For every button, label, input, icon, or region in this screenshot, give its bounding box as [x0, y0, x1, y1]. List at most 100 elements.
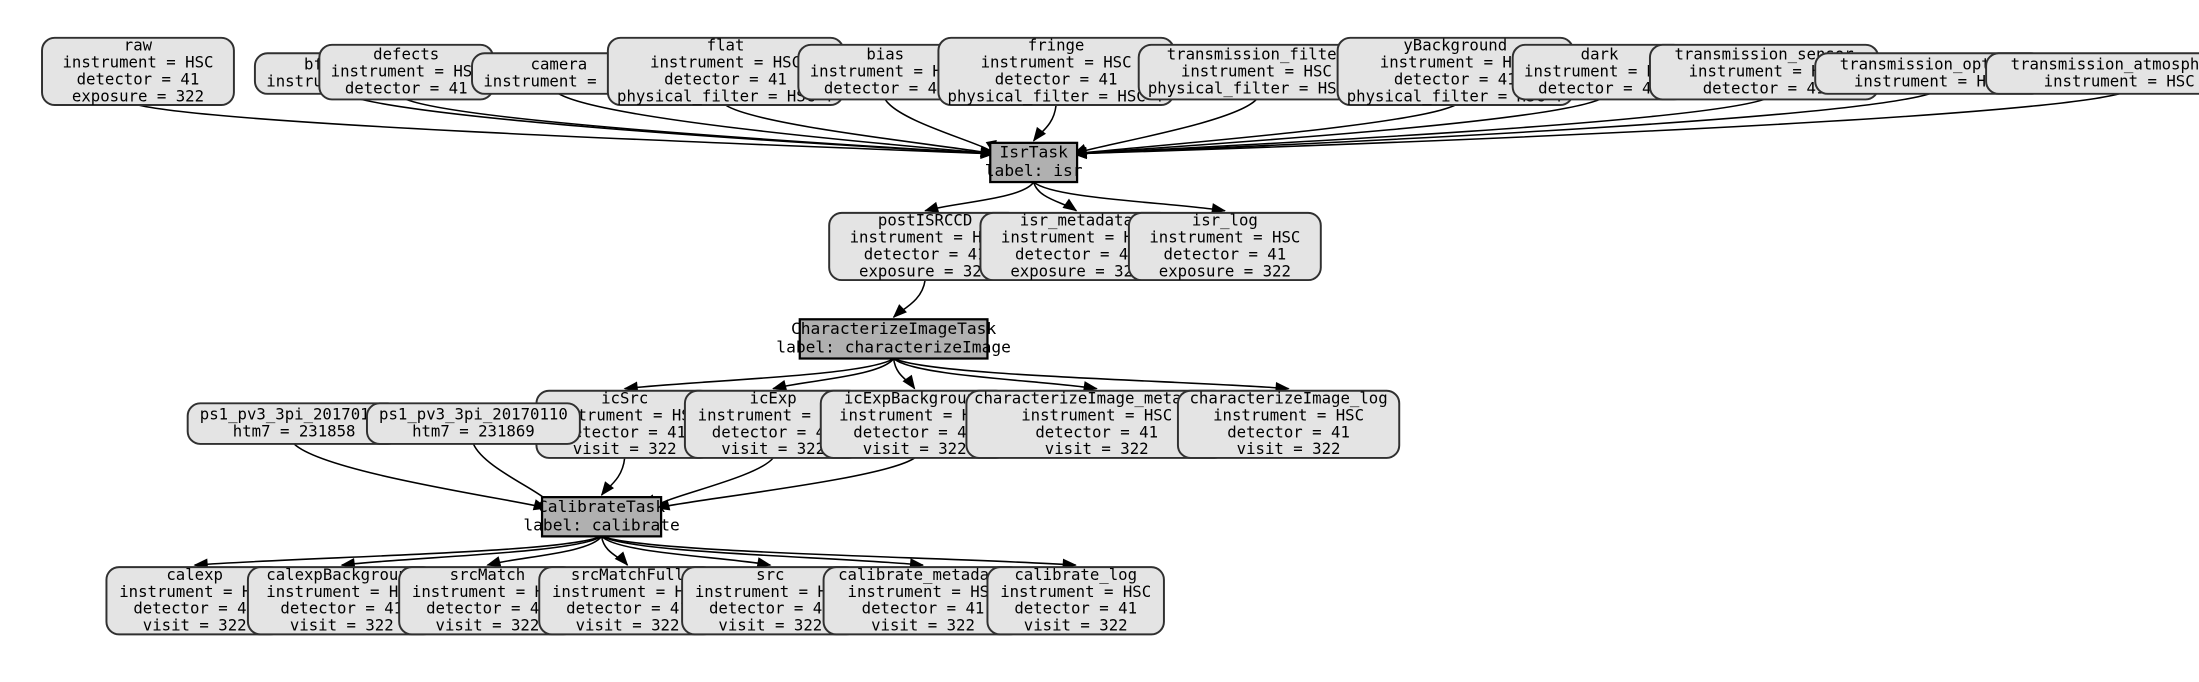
node-title: isr_metadata: [1020, 211, 1133, 230]
node-dimension-line: instrument = HSC: [266, 582, 417, 601]
node-dimension-line: detector = 41: [664, 69, 787, 88]
node-dimension-line: instrument = HSC: [119, 582, 270, 601]
node-title: fringe: [1028, 36, 1085, 55]
node-dimension-line: instrument = HSC: [848, 582, 999, 601]
node-title: defects: [373, 45, 439, 64]
node-dimension-line: detector = 41: [77, 69, 200, 88]
node-dimension-line: instrument = HSC: [1689, 62, 1840, 81]
node-dimension-line: detector = 41: [1538, 79, 1661, 98]
node-dimension-line: visit = 322: [871, 616, 975, 635]
node-dimension-line: detector = 41: [280, 599, 403, 618]
node-title: src: [756, 565, 784, 584]
dataset-node-box[interactable]: [986, 566, 1165, 636]
node-title: transmission_atmosphere: [2011, 55, 2199, 74]
edge-arrowhead: [1032, 126, 1047, 142]
node-title: characterizeImage_log: [1189, 388, 1387, 407]
node-dimension-line: instrument = HSC: [1213, 405, 1364, 424]
node-dimension-line: instrument = HSC: [1854, 71, 2005, 90]
node-title: flat: [707, 36, 745, 55]
edge-transmission_filter-to-IsrTask: [1073, 98, 1257, 155]
node-dimension-line: instrument = HSC: [412, 582, 563, 601]
dataset-node-box[interactable]: [1985, 52, 2199, 95]
edge-IsrTask-to-isr_log: [1033, 181, 1225, 212]
dataset-node-box[interactable]: [1127, 211, 1322, 282]
node-dimension-line: instrument = HSC: [698, 405, 849, 424]
node-dimension-line: instrument = HSC: [2044, 71, 2195, 90]
node-title: srcMatch: [450, 565, 525, 584]
node-dimension-line: instrument = HSC: [549, 405, 700, 424]
task-node-box[interactable]: [798, 318, 989, 360]
task-node-box[interactable]: [540, 496, 663, 538]
node-dimension-line: instrument = HSC: [695, 582, 846, 601]
node-title: transmission_filter: [1167, 45, 1346, 64]
node-dimension-line: instrument = HSC: [1181, 62, 1332, 81]
node-dimension-line: detector = 41: [1227, 422, 1350, 441]
task-node-box[interactable]: [989, 141, 1079, 184]
node-dimension-line: detector = 41: [709, 599, 832, 618]
node-dimension-line: instrument = HSC: [1524, 62, 1675, 81]
node-title: isr_log: [1192, 211, 1258, 230]
node-dimension-line: detector = 41: [563, 422, 686, 441]
dataset-node-box[interactable]: [41, 36, 235, 107]
node-title: camera: [531, 55, 588, 74]
node-title: CharacterizeImageTask: [791, 319, 996, 338]
node-dimension-line: instrument = HSC: [981, 52, 1132, 71]
node-dimension-line: label: calibrate: [523, 515, 679, 534]
node-dimension-line: instrument = HSC: [650, 52, 801, 71]
dataset-node-box[interactable]: [365, 402, 581, 445]
node-dimension-line: instrument = HSC: [483, 71, 634, 90]
edge-arrowhead: [772, 379, 788, 391]
edge-yBackground-to-IsrTask: [1073, 104, 1456, 155]
edge-arrowhead: [486, 556, 502, 568]
node-dimension-line: visit = 322: [863, 439, 967, 458]
node-dimension-line: detector = 41: [1703, 79, 1826, 98]
edges-layer: [137, 93, 2120, 570]
edge-ps1_231858-to-CalibrateTask: [293, 443, 548, 509]
node-title: characterizeImage_metadata: [974, 388, 1219, 407]
node-dimension-line: label: isr: [985, 161, 1083, 180]
node-title: raw: [124, 36, 153, 55]
edge-flat-to-IsrTask: [725, 104, 994, 155]
node-dimension-line: instrument = HSC: [1000, 582, 1151, 601]
node-dimension-line: label: characterizeImage: [776, 338, 1011, 357]
node-title: icExpBackground: [844, 388, 986, 407]
dataset-node-box[interactable]: [1176, 389, 1401, 459]
edge-transmission_sensor-to-IsrTask: [1073, 98, 1765, 155]
node-title: transmission_sensor: [1674, 45, 1853, 64]
node-title: yBackground: [1403, 36, 1507, 55]
node-transmission_atmosphere[interactable]: transmission_atmosphereinstrument = HSC: [1985, 52, 2199, 95]
node-dimension-line: detector = 41: [133, 599, 256, 618]
edge-camera-to-IsrTask: [558, 93, 994, 155]
node-dimension-line: detector = 41: [1035, 422, 1158, 441]
node-title: srcMatchFull: [571, 565, 684, 584]
node-dimension-line: detector = 41: [995, 69, 1118, 88]
